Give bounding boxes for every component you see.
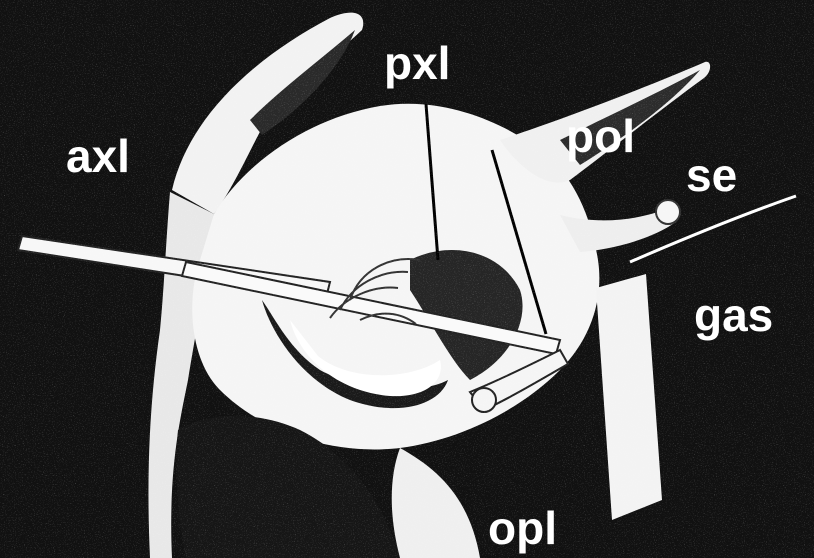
label-axl: axl: [66, 133, 130, 179]
label-se: se: [686, 152, 737, 198]
label-opl: opl: [488, 505, 557, 551]
label-gas: gas: [694, 292, 773, 338]
label-pxl: pxl: [384, 40, 450, 86]
label-pol: pol: [566, 113, 635, 159]
